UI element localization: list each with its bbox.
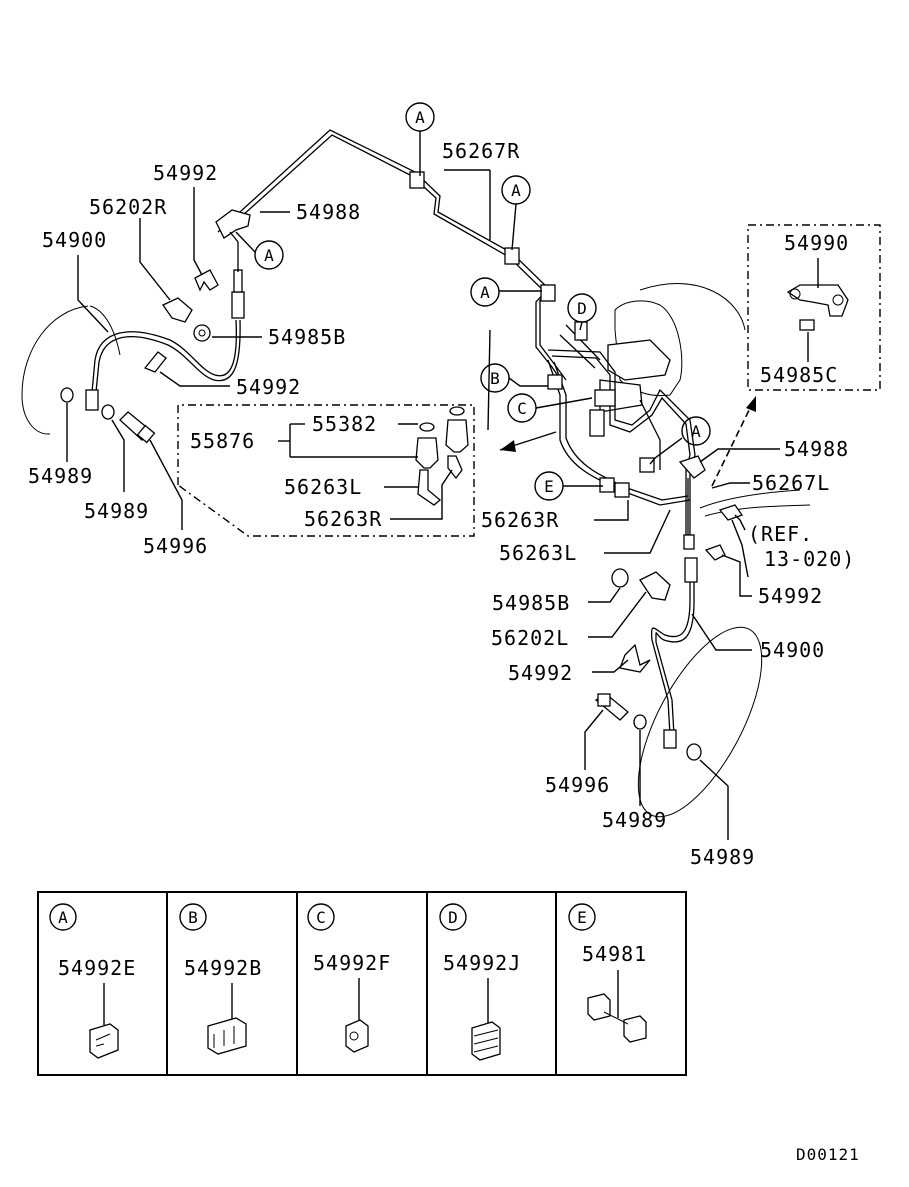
- svg-text:B: B: [188, 908, 198, 927]
- label-56202R: 56202R: [89, 195, 167, 219]
- legend-cell-b: B 54992B: [179, 903, 262, 1055]
- label-56263R-right: 56263R: [481, 508, 559, 532]
- callout-a5: A: [649, 416, 711, 465]
- label-54990: 54990: [784, 231, 849, 255]
- callout-a1: A: [405, 102, 435, 176]
- svg-text:D: D: [448, 908, 458, 927]
- right-wheel-assembly: [584, 544, 763, 840]
- callout-c: C: [507, 393, 593, 423]
- legend-part-d: 54992J: [443, 951, 521, 975]
- svg-text:C: C: [316, 908, 326, 927]
- legend-part-c: 54992F: [313, 951, 391, 975]
- label-55382: 55382: [312, 412, 377, 436]
- label-54988-top: 54988: [296, 200, 361, 224]
- label-54985B-left: 54985B: [268, 325, 346, 349]
- label-56267R: 56267R: [442, 139, 520, 163]
- svg-text:A: A: [264, 246, 274, 265]
- label-ref-line2: 13-020): [764, 547, 855, 571]
- leader-54900-left: [77, 255, 109, 333]
- valve-subassembly-box: [177, 404, 475, 537]
- label-54996-right: 54996: [545, 773, 610, 797]
- callout-e: E: [534, 471, 603, 501]
- legend-part-b: 54992B: [184, 956, 262, 980]
- label-54992-right-1: 54992: [758, 584, 823, 608]
- label-54989-left-2: 54989: [84, 499, 149, 523]
- label-54989-right-1: 54989: [602, 808, 667, 832]
- left-wheel-assembly: [21, 187, 290, 530]
- callout-a2: A: [501, 175, 531, 251]
- label-56263L-right: 56263L: [499, 541, 577, 565]
- leader-56202R: [139, 218, 171, 301]
- svg-text:E: E: [544, 477, 554, 496]
- svg-text:A: A: [691, 422, 701, 441]
- label-54900-left: 54900: [42, 228, 107, 252]
- legend-cell-d: D 54992J: [439, 903, 521, 1061]
- svg-text:A: A: [58, 908, 68, 927]
- brake-pipes: [215, 129, 811, 550]
- callout-b: B: [480, 363, 548, 393]
- svg-text:C: C: [517, 399, 527, 418]
- label-54988-right: 54988: [784, 437, 849, 461]
- callout-d: D: [567, 293, 597, 331]
- svg-text:A: A: [415, 108, 425, 127]
- svg-text:A: A: [511, 181, 521, 200]
- label-54985B-right: 54985B: [492, 591, 570, 615]
- legend-cell-a: A 54992E: [49, 903, 136, 1059]
- label-54992-right-2: 54992: [508, 661, 573, 685]
- svg-text:D: D: [577, 299, 587, 318]
- inset-box-54990: [747, 224, 881, 391]
- label-ref-line1: (REF.: [748, 522, 813, 546]
- legend-part-e: 54981: [582, 942, 647, 966]
- label-56267L: 56267L: [752, 471, 830, 495]
- svg-text:E: E: [577, 908, 587, 927]
- legend-cell-c: C 54992F: [307, 903, 391, 1053]
- label-54900-right: 54900: [760, 638, 825, 662]
- label-54989-right-2: 54989: [690, 845, 755, 869]
- label-54992-top: 54992: [153, 161, 218, 185]
- label-55876: 55876: [190, 429, 255, 453]
- label-56263R-box: 56263R: [304, 507, 382, 531]
- label-56202L: 56202L: [491, 626, 569, 650]
- label-54989-left-1: 54989: [28, 464, 93, 488]
- svg-text:A: A: [480, 283, 490, 302]
- drawing-code: D00121: [796, 1145, 860, 1164]
- leader-54992-top: [193, 187, 203, 276]
- label-54996-left: 54996: [143, 534, 208, 558]
- callout-a4: A: [470, 277, 542, 307]
- svg-text:B: B: [490, 369, 500, 388]
- label-54992-mid: 54992: [236, 375, 301, 399]
- part-labels: 54992 56202R 54900 54988 56267R 54985B 5…: [28, 139, 855, 869]
- legend-part-a: 54992E: [58, 956, 136, 980]
- clip-legend-table: A 54992E B 54992B C 54992F D: [37, 891, 687, 1076]
- legend-cell-e: E 54981: [568, 903, 647, 1043]
- label-56263L-box: 56263L: [284, 475, 362, 499]
- callout-a3: A: [235, 231, 284, 270]
- label-54985C: 54985C: [760, 363, 838, 387]
